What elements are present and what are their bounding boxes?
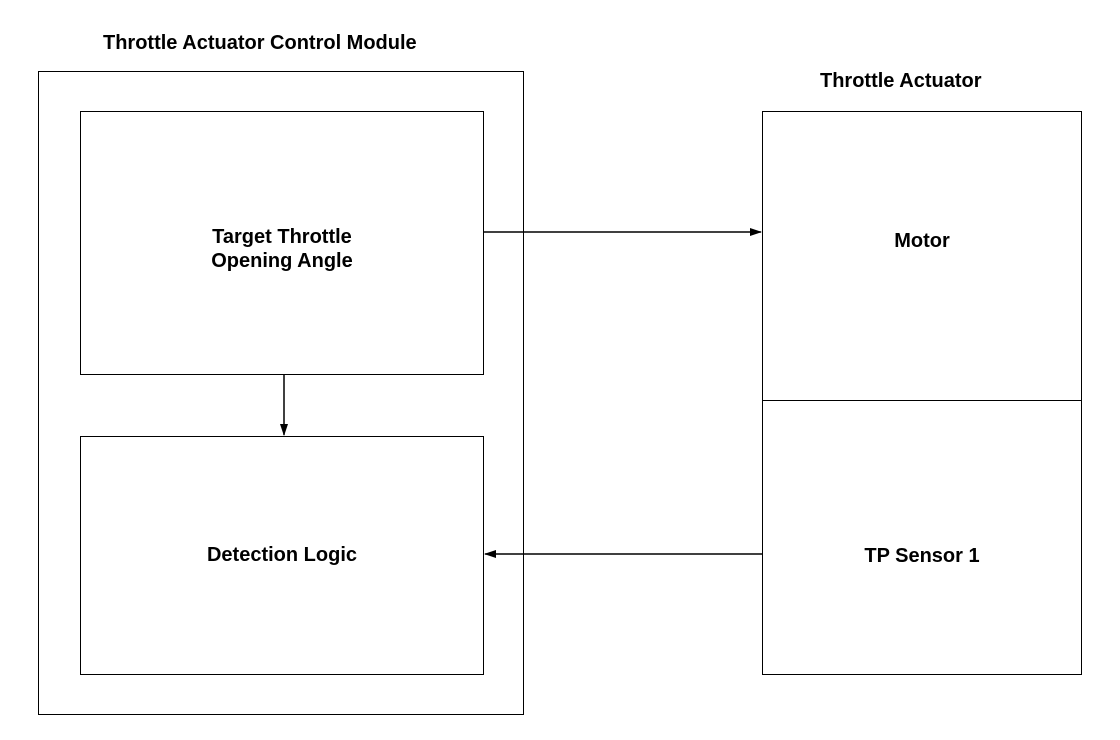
detection-logic-box: Detection Logic <box>80 436 484 675</box>
target-throttle-line1: Target Throttle <box>212 226 352 248</box>
target-throttle-label: Target Throttle Opening Angle <box>81 225 483 273</box>
motor-label: Motor <box>894 230 950 252</box>
control-module-title: Throttle Actuator Control Module <box>103 32 417 54</box>
actuator-title: Throttle Actuator <box>820 70 982 92</box>
motor-box: Motor <box>762 111 1082 402</box>
detection-logic-label: Detection Logic <box>206 544 357 566</box>
tp-sensor-label: TP Sensor 1 <box>864 545 980 567</box>
target-throttle-box: Target Throttle Opening Angle <box>80 111 484 375</box>
target-throttle-line2: Opening Angle <box>211 250 353 272</box>
tp-sensor-box: TP Sensor 1 <box>762 400 1082 675</box>
